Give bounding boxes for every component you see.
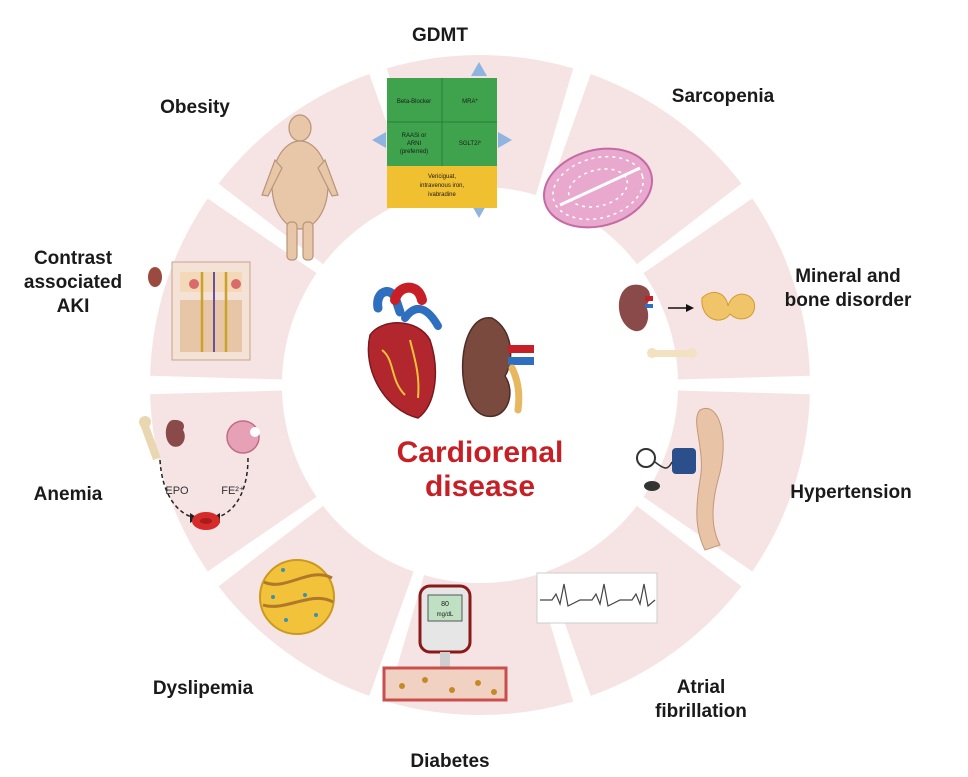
label-diabetes: Diabetes	[410, 751, 490, 772]
glucometer-unit: mg/dL	[437, 612, 454, 618]
label-anemia: Anemia	[33, 484, 103, 505]
label-mineral-line1: Mineral and	[795, 266, 901, 287]
label-atrial-line2: fibrillation	[655, 701, 747, 722]
label-contrast-line2: associated	[23, 272, 123, 293]
center-title-line2: disease	[424, 470, 536, 503]
label-dyslipemia: Dyslipemia	[152, 678, 254, 699]
label-hypertension: Hypertension	[790, 482, 912, 503]
anemia-pathway-icon: EPO FE²⁺	[139, 416, 260, 530]
label-obesity: Obesity	[160, 97, 230, 118]
kidney-parathyroid-bone-icon	[618, 284, 756, 358]
fe-label: FE²⁺	[221, 485, 245, 497]
gdmt-beta-blocker: Beta-Blocker	[397, 99, 431, 105]
obese-person-icon	[261, 114, 339, 261]
muscle-tissue-icon	[542, 147, 654, 229]
arrow-right-icon	[498, 132, 512, 148]
segment-anemia	[150, 390, 317, 572]
kidney-icon	[461, 317, 534, 417]
glucometer-value: 80	[441, 601, 449, 608]
gdmt-bottom-line3: ivabradine	[428, 192, 456, 198]
blood-pressure-arm-icon	[636, 407, 724, 551]
gdmt-raasi-line3: (preferred)	[400, 149, 428, 155]
blood-vessel-icon	[382, 666, 508, 702]
kidney-nephron-icon	[148, 261, 251, 361]
segment-hypertension	[643, 390, 810, 572]
gdmt-grid-bottom-cell	[387, 166, 497, 208]
segment-mineral	[643, 198, 810, 380]
gdmt-raasi-line2: ARNI	[407, 141, 422, 147]
gdmt-bottom-line2: intravenous iron,	[420, 183, 465, 189]
glucometer-icon: 80 mg/dL	[418, 584, 472, 668]
label-contrast-line1: Contrast	[33, 248, 113, 269]
heart-icon	[367, 282, 442, 419]
gdmt-sglt2i: SGLT2i*	[459, 141, 482, 147]
arrow-up-icon	[471, 62, 487, 76]
label-sarcopenia: Sarcopenia	[671, 86, 775, 107]
gdmt-treatment-grid-icon: Beta-Blocker MRA* RAASi or ARNI (preferr…	[372, 62, 512, 218]
label-atrial-line1: Atrial	[676, 677, 726, 698]
epo-label: EPO	[165, 485, 189, 497]
label-contrast-line3: AKI	[56, 296, 90, 317]
gdmt-bottom-line1: Vericiguat,	[428, 174, 456, 180]
gdmt-raasi-line1: RAASi or	[402, 133, 427, 139]
ecg-strip-icon	[536, 572, 658, 624]
label-gdmt: GDMT	[412, 25, 468, 46]
lipoprotein-icon	[259, 559, 335, 635]
arrow-left-icon	[372, 132, 386, 148]
center-title-line1: Cardiorenal	[396, 436, 564, 469]
gdmt-mra: MRA*	[462, 99, 478, 105]
label-mineral-line2: bone disorder	[784, 290, 912, 311]
